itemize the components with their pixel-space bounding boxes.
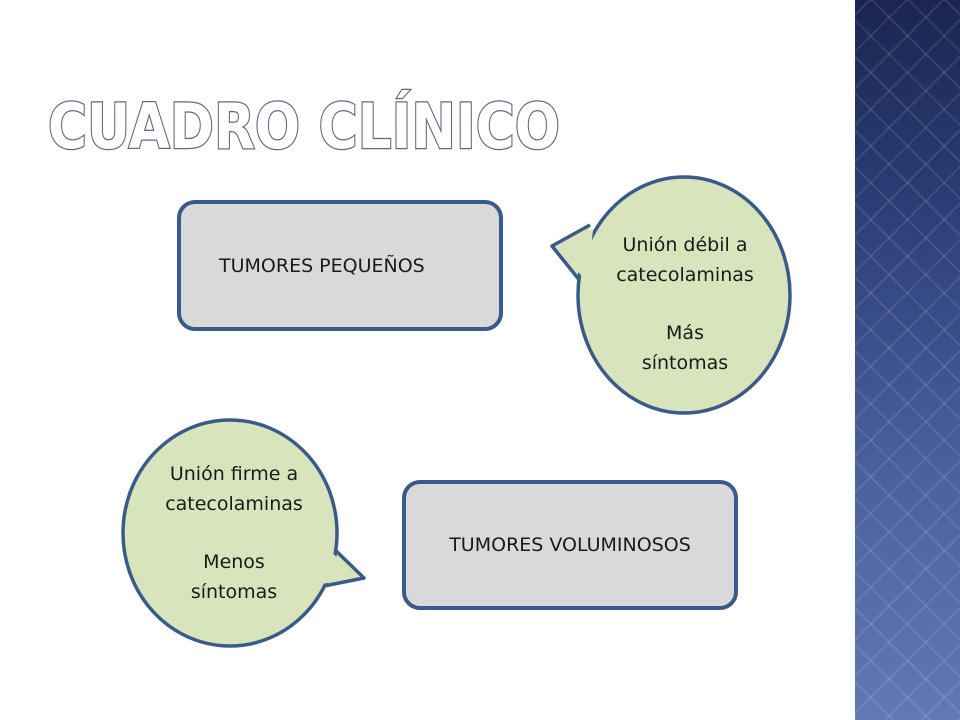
callout-firm-binding-text: Unión firme a catecolaminas Menos síntom… [134, 459, 334, 607]
callout-firm-binding-bubble [121, 418, 339, 648]
callout-firm-binding-line2: catecolaminas [165, 493, 303, 515]
slide-title-graphic: CUADRO CLÍNICO [47, 89, 562, 160]
slide-title: CUADRO CLÍNICO [48, 90, 560, 160]
large-tumors-label: TUMORES VOLUMINOSOS [449, 534, 691, 556]
small-tumors-box: TUMORES PEQUEÑOS [177, 200, 503, 331]
callout-firm-binding-tail-fill [317, 548, 358, 585]
callout-weak-binding-line3: Más [666, 322, 704, 344]
callout-weak-binding-line4: síntomas [641, 352, 729, 374]
decorative-side-panel [855, 0, 960, 720]
callout-firm-binding-line1: Unión firme a [169, 463, 299, 485]
callout-firm-binding-line3: Menos [203, 551, 265, 573]
callout-weak-binding-tail-fill [556, 229, 593, 283]
callout-weak-binding-text: Unión débil a catecolaminas Más síntomas [590, 230, 780, 378]
callout-firm-binding-line4: síntomas [190, 581, 278, 603]
large-tumors-box: TUMORES VOLUMINOSOS [402, 480, 738, 610]
small-tumors-label: TUMORES PEQUEÑOS [219, 254, 425, 277]
callout-weak-binding-bubble [576, 175, 792, 415]
callout-weak-binding-line2: catecolaminas [616, 264, 754, 286]
callout-weak-binding-line1: Unión débil a [622, 234, 748, 256]
